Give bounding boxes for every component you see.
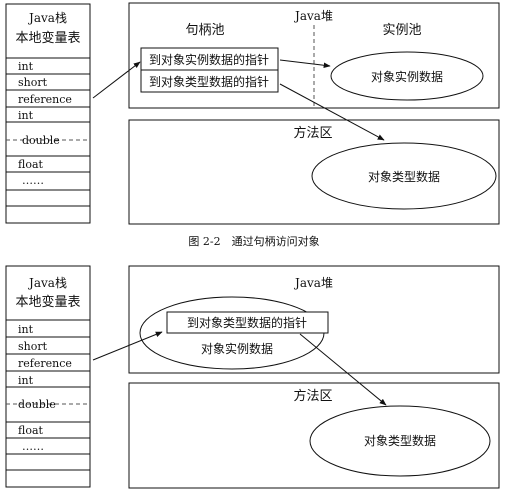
- method-area-label: 方法区: [293, 388, 332, 404]
- java-heap-1: Java堆 句柄池 实例池 到对象实例数据的指针 到对象类型数据的指针 对象实例…: [128, 2, 500, 109]
- instance-data-ellipse: [330, 51, 484, 101]
- figure-caption: 图 2-2 通过句柄访问对象: [188, 234, 319, 248]
- reference-to-handle-arrow: [92, 61, 141, 99]
- type-data-label: 对象类型数据: [368, 169, 440, 184]
- handle-type-pointer: 到对象类型数据的指针: [149, 74, 269, 89]
- method-area-2: 方法区 对象类型数据: [128, 382, 500, 489]
- instance-pool-label: 实例池: [382, 23, 421, 38]
- handle-pool-label: 句柄池: [185, 23, 224, 38]
- slot-ellipsis: ……: [22, 174, 44, 187]
- slot-int: int: [18, 374, 34, 387]
- slot-float: float: [18, 424, 44, 437]
- reference-to-instance-arrow: [92, 331, 163, 361]
- java-heap-2: Java堆 到对象类型数据的指针 对象实例数据: [128, 265, 500, 374]
- type-pointer-label: 到对象类型数据的指针: [187, 315, 307, 330]
- slot-int: int: [18, 60, 34, 73]
- stack-subtitle: 本地变量表: [15, 294, 80, 310]
- handle-to-instance-arrow: [279, 59, 331, 69]
- slot-int: int: [18, 109, 34, 122]
- method-area-label: 方法区: [293, 125, 332, 141]
- heap-label: Java堆: [293, 9, 333, 23]
- slot-float: float: [18, 158, 44, 171]
- type-data-label: 对象类型数据: [364, 433, 436, 448]
- stack-frame: [5, 3, 91, 224]
- stack-subtitle: 本地变量表: [15, 30, 80, 46]
- instance-data-label: 对象实例数据: [201, 341, 273, 356]
- slot-reference: reference: [18, 93, 72, 106]
- handle-access-diagram: Java栈 本地变量表 int short reference int doub…: [5, 2, 500, 248]
- java-stack-1: Java栈 本地变量表 int short reference int doub…: [5, 3, 91, 224]
- slot-reference: reference: [18, 357, 72, 370]
- slot-short: short: [18, 76, 48, 89]
- type-data-ellipse: [309, 405, 491, 477]
- handle-to-type-arrow: [279, 83, 385, 141]
- handle-instance-pointer: 到对象实例数据的指针: [149, 52, 269, 67]
- direct-pointer-diagram: Java栈 本地变量表 int short reference int doub…: [5, 265, 500, 489]
- heap-label: Java堆: [293, 276, 333, 290]
- slot-short: short: [18, 340, 48, 353]
- slot-int: int: [18, 323, 34, 336]
- slot-double: double: [22, 134, 60, 147]
- slot-ellipsis: ……: [22, 440, 44, 453]
- method-area-1: 方法区 对象类型数据: [128, 119, 500, 225]
- type-pointer-box: [166, 311, 329, 334]
- instance-data-label: 对象实例数据: [371, 69, 443, 84]
- type-data-ellipse: [311, 142, 497, 210]
- stack-title: Java栈: [27, 275, 67, 290]
- pointer-to-type-arrow: [299, 333, 387, 406]
- stack-title: Java栈: [27, 10, 67, 25]
- java-stack-2: Java栈 本地变量表 int short reference int doub…: [5, 265, 91, 488]
- stack-frame: [5, 265, 91, 488]
- slot-double: double: [18, 398, 56, 411]
